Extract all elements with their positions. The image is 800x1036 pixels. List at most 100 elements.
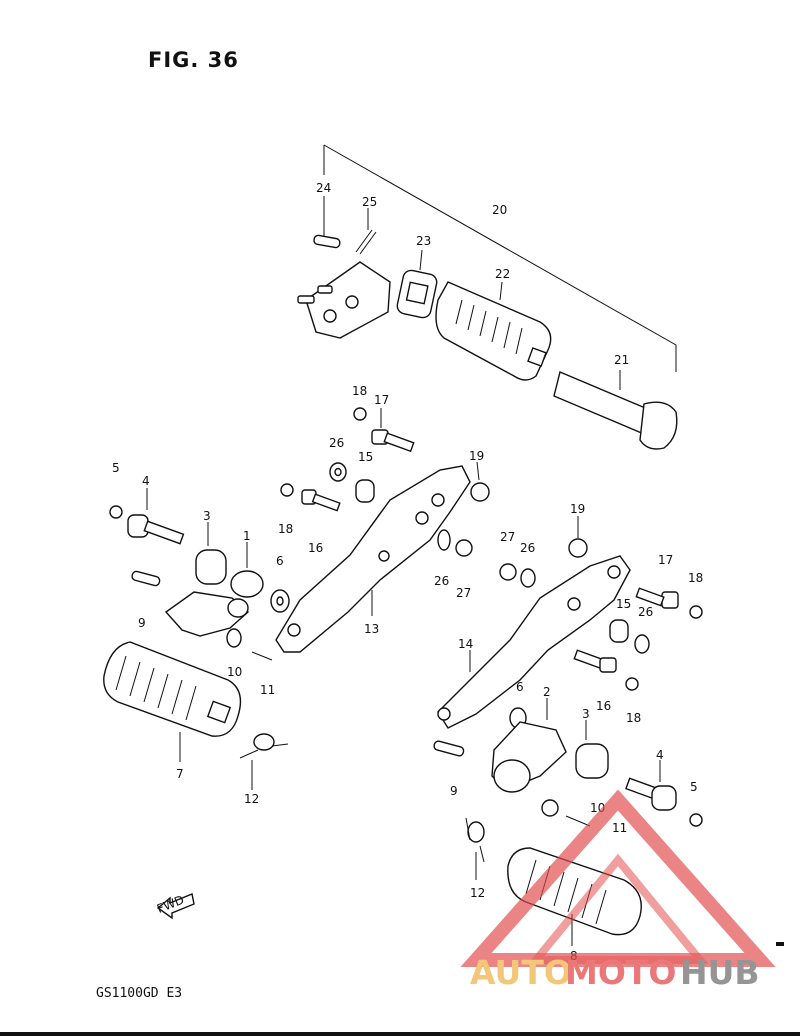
callout-18: 18 bbox=[688, 571, 703, 585]
nut-27-middle bbox=[455, 539, 473, 557]
callout-22: 22 bbox=[495, 267, 510, 281]
washer-10-left bbox=[226, 628, 242, 648]
callout-23: 23 bbox=[416, 234, 431, 248]
callout-26: 26 bbox=[329, 436, 344, 450]
spring-12-right bbox=[465, 817, 485, 880]
callout-4: 4 bbox=[656, 748, 664, 762]
bolt-17-upper bbox=[371, 408, 415, 453]
callout-11: 11 bbox=[612, 821, 627, 835]
callout-3: 3 bbox=[582, 707, 590, 721]
callout-9: 9 bbox=[138, 616, 146, 630]
callout-18: 18 bbox=[626, 711, 641, 725]
callout-numbers: 24 25 20 23 22 21 18 17 26 15 19 5 4 18 … bbox=[112, 181, 703, 963]
group-bracket-line bbox=[323, 144, 677, 372]
washer-26-right bbox=[520, 568, 536, 588]
callout-16: 16 bbox=[308, 541, 323, 555]
callout-1: 1 bbox=[243, 529, 251, 543]
trim-mark bbox=[776, 942, 784, 946]
model-code: GS1100GD E3 bbox=[96, 986, 183, 1001]
nut-19-upper bbox=[470, 461, 490, 502]
callout-26: 26 bbox=[638, 605, 653, 619]
callout-27: 27 bbox=[500, 530, 515, 544]
callout-17: 17 bbox=[374, 393, 389, 407]
watermark-hub: HUB bbox=[680, 953, 760, 992]
bottom-border bbox=[0, 1032, 800, 1036]
forward-arrow-icon: FWD bbox=[155, 893, 195, 920]
callout-24: 24 bbox=[316, 181, 331, 195]
nut-18-right-lower bbox=[625, 677, 639, 691]
callout-18: 18 bbox=[278, 522, 293, 536]
callout-17: 17 bbox=[658, 553, 673, 567]
callout-16: 16 bbox=[596, 699, 611, 713]
bushing-15-right bbox=[609, 619, 629, 643]
footrest-bracket-13 bbox=[275, 465, 471, 653]
callout-2: 2 bbox=[543, 685, 551, 699]
watermark-moto: MOTO bbox=[565, 953, 676, 992]
bolt-17-right bbox=[635, 587, 679, 609]
callout-4: 4 bbox=[142, 474, 150, 488]
callout-21: 21 bbox=[614, 353, 629, 367]
plate-23 bbox=[396, 249, 438, 319]
footrest-holder-2 bbox=[491, 698, 567, 793]
bolt-16-left bbox=[280, 483, 341, 512]
washer-26-upper bbox=[329, 462, 347, 482]
callout-12: 12 bbox=[470, 886, 485, 900]
callout-26: 26 bbox=[520, 541, 535, 555]
bolt-5-right bbox=[689, 813, 703, 827]
watermark-auto: AUTO bbox=[470, 953, 572, 992]
pin-9-right bbox=[433, 740, 465, 757]
callout-14: 14 bbox=[458, 637, 473, 651]
footrest-holder-bracket bbox=[297, 261, 391, 339]
nut-18-upper bbox=[353, 407, 367, 421]
nut-27-right bbox=[499, 563, 517, 581]
footpeg-7 bbox=[103, 641, 242, 762]
bolt-5-left bbox=[109, 505, 123, 519]
callout-12: 12 bbox=[244, 792, 259, 806]
washer-6-left bbox=[270, 589, 290, 613]
callout-6: 6 bbox=[276, 554, 284, 568]
washer-10-right bbox=[541, 799, 559, 817]
footrest-holder-1 bbox=[230, 542, 264, 598]
collar-3-right bbox=[575, 720, 609, 779]
callout-3: 3 bbox=[203, 509, 211, 523]
callout-15: 15 bbox=[616, 597, 631, 611]
callout-5: 5 bbox=[112, 461, 120, 475]
pin-9-left bbox=[131, 570, 161, 587]
callout-19: 19 bbox=[469, 449, 484, 463]
callout-15: 15 bbox=[358, 450, 373, 464]
callout-20: 20 bbox=[492, 203, 507, 217]
footrest-bar-21 bbox=[553, 370, 678, 450]
pivot-bolt-4-left bbox=[127, 488, 185, 545]
callout-11: 11 bbox=[260, 683, 275, 697]
washer-26-right-lower bbox=[634, 634, 650, 654]
callout-5: 5 bbox=[690, 780, 698, 794]
callout-26: 26 bbox=[434, 574, 449, 588]
callout-13: 13 bbox=[364, 622, 379, 636]
callout-10: 10 bbox=[227, 665, 242, 679]
cotter-pin-11-right bbox=[565, 815, 591, 827]
callout-7: 7 bbox=[176, 767, 184, 781]
spring-12-left bbox=[239, 733, 289, 790]
callout-9: 9 bbox=[450, 784, 458, 798]
callout-6: 6 bbox=[516, 680, 524, 694]
footpeg-pivot-left bbox=[164, 591, 250, 637]
pivot-bolt-4-right bbox=[625, 760, 677, 811]
washer-26-middle bbox=[437, 529, 451, 551]
callout-25: 25 bbox=[362, 195, 377, 209]
collar-3-left bbox=[195, 522, 227, 585]
footrest-rubber-22 bbox=[435, 281, 552, 381]
callout-27: 27 bbox=[456, 586, 471, 600]
callout-19: 19 bbox=[570, 502, 585, 516]
figure-title: FIG. 36 bbox=[148, 48, 239, 72]
footrest-bracket-14 bbox=[437, 555, 631, 729]
pin-24 bbox=[313, 196, 341, 249]
cotter-pin-11-left bbox=[251, 651, 273, 661]
watermark-logo: AUTO MOTO HUB bbox=[460, 789, 776, 992]
cotter-pin-25 bbox=[355, 208, 377, 255]
bolt-16-right bbox=[573, 649, 617, 673]
callout-18: 18 bbox=[352, 384, 367, 398]
nut-19-right bbox=[568, 516, 588, 558]
bushing-15-upper bbox=[355, 479, 375, 503]
